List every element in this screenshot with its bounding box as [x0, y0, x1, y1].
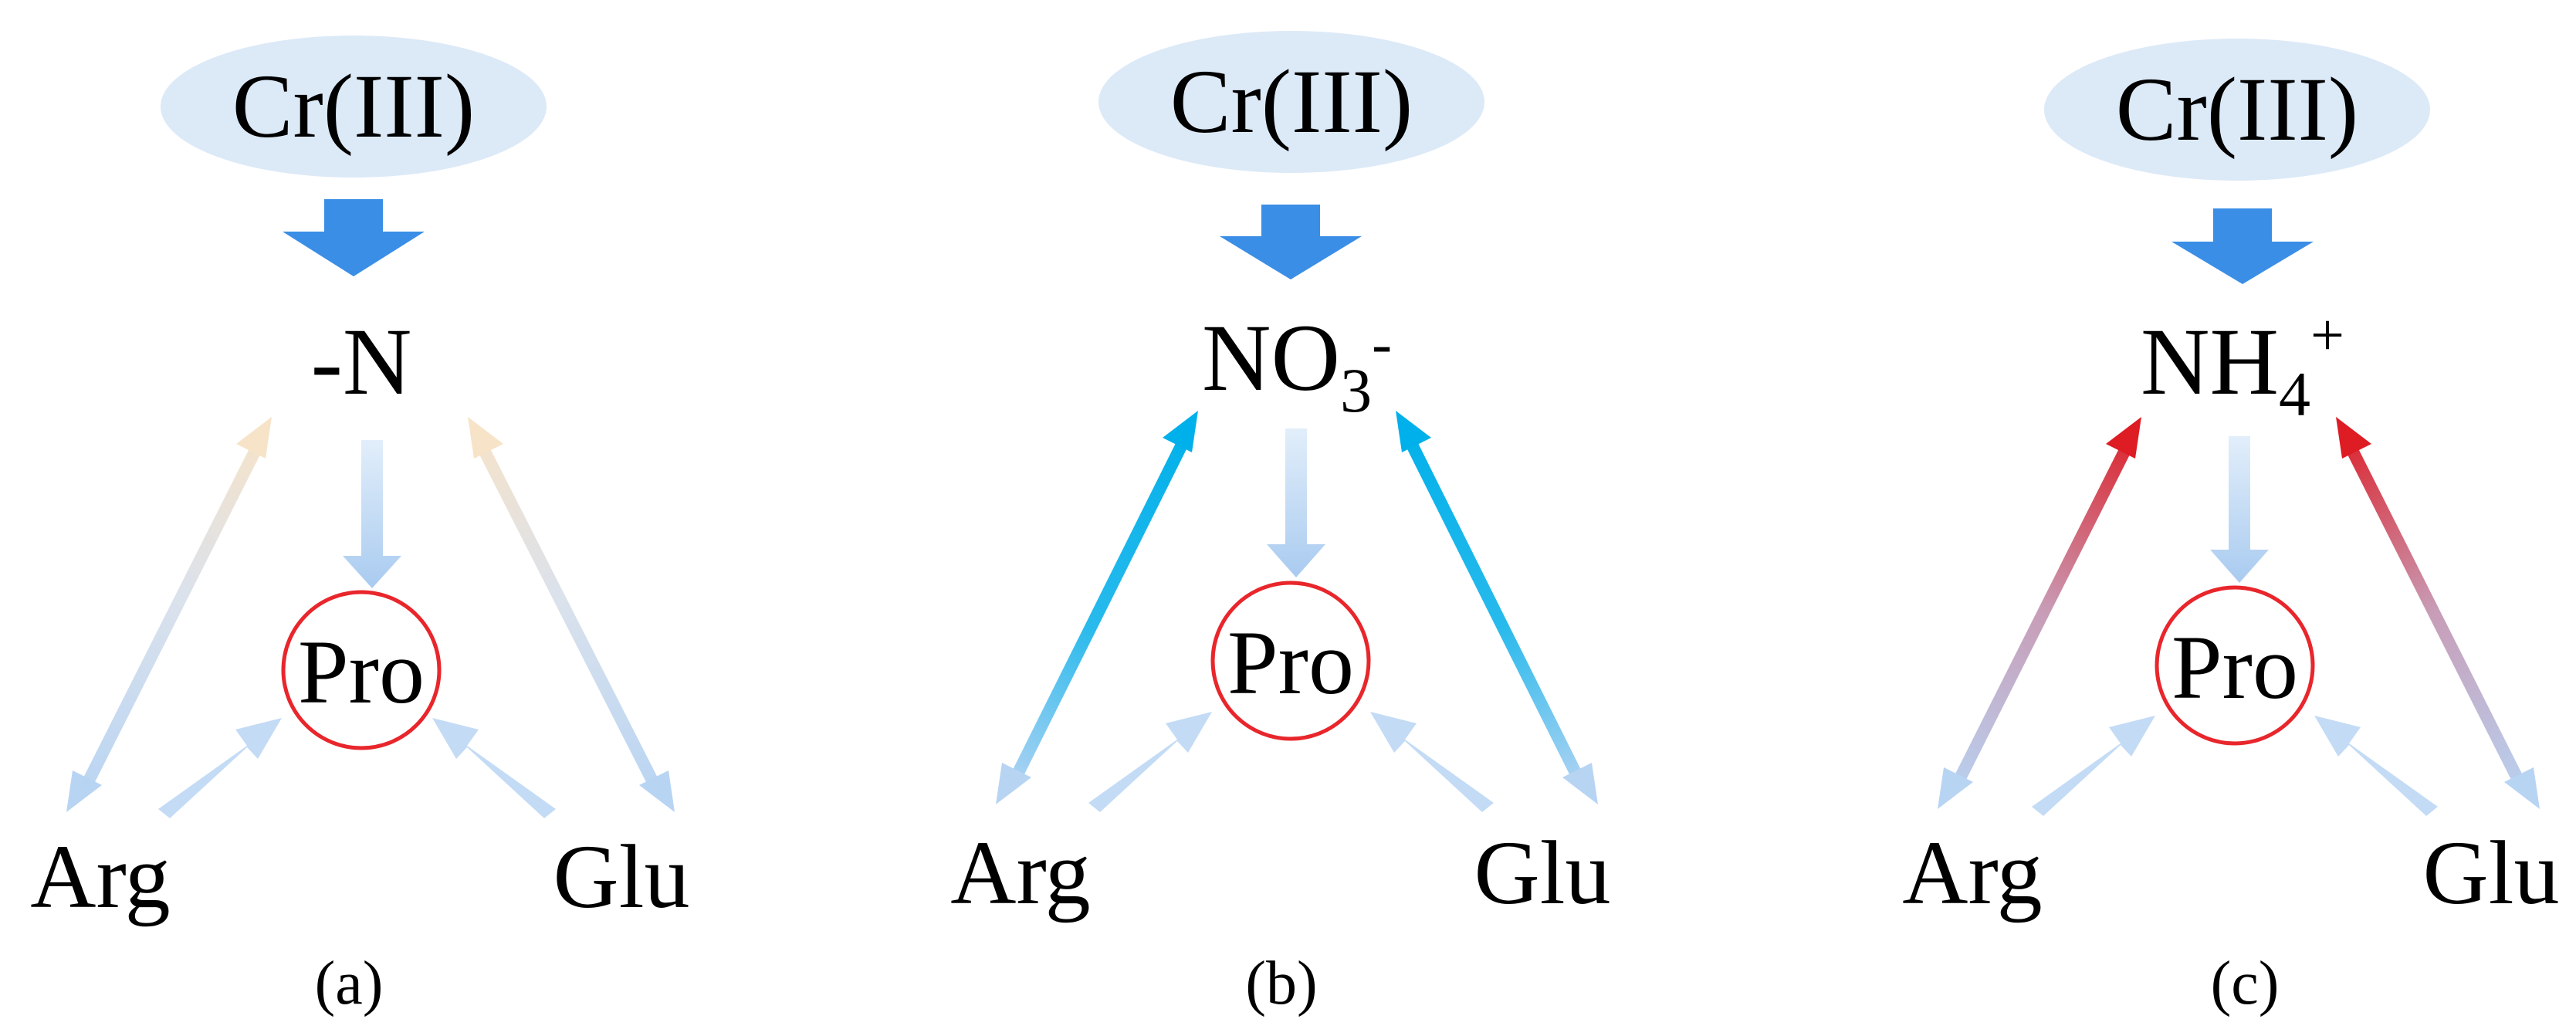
nitrogen-label: NH4+: [2141, 301, 2344, 429]
cr-ellipse: [2044, 39, 2430, 181]
arg-to-pro-arrow: [1088, 712, 1212, 812]
pro-circle: [281, 590, 442, 750]
glu-label: Glu: [1474, 822, 1611, 923]
pro-label: Pro: [1227, 612, 1354, 713]
down-arrow: [283, 199, 425, 276]
glu-link-arrow: [1396, 411, 1598, 804]
nitrogen-label: -N: [311, 309, 412, 415]
panel-caption: (a): [315, 950, 384, 1017]
pro-label: Pro: [2171, 617, 2298, 718]
arg-label: Arg: [950, 822, 1090, 923]
glu-label: Glu: [553, 826, 690, 927]
cr-label: Cr(III): [232, 56, 475, 157]
arg-label: Arg: [30, 826, 170, 927]
down-arrow: [1220, 205, 1362, 279]
glu-to-pro-arrow: [2314, 716, 2438, 816]
panel-caption: (b): [1245, 950, 1317, 1017]
arg-link-arrow: [66, 417, 272, 812]
pale-down-arrow: [1267, 428, 1325, 577]
arg-label: Arg: [1902, 822, 2042, 923]
panel-caption: (c): [2211, 950, 2280, 1017]
glu-link-arrow: [468, 417, 675, 812]
arg-to-pro-arrow: [158, 718, 282, 818]
arg-link-arrow: [996, 411, 1198, 804]
cr-ellipse: [161, 36, 547, 178]
panel-c: Cr(III) NH4+ Pro Arg Glu (c): [1902, 39, 2560, 1017]
pale-down-arrow: [343, 440, 401, 588]
pale-down-arrow: [2210, 436, 2269, 583]
cr-label: Cr(III): [2116, 59, 2358, 160]
down-arrow: [2171, 208, 2314, 284]
panel-a: Cr(III) -N Pro Arg Glu (a): [30, 36, 690, 1017]
pro-circle: [1210, 581, 1371, 741]
glu-label: Glu: [2423, 822, 2560, 923]
glu-to-pro-arrow: [432, 718, 556, 818]
arg-to-pro-arrow: [2032, 716, 2155, 816]
glu-link-arrow: [2336, 417, 2540, 809]
pro-label: Pro: [298, 621, 425, 723]
cr-label: Cr(III): [1170, 51, 1413, 152]
pro-circle: [2155, 585, 2315, 746]
cr-ellipse: [1098, 31, 1484, 173]
arg-link-arrow: [1938, 417, 2141, 809]
panel-b: Cr(III) NO3- Pro Arg Glu (b): [950, 31, 1611, 1017]
glu-to-pro-arrow: [1370, 712, 1494, 812]
nitrogen-label: NO3-: [1202, 305, 1392, 425]
